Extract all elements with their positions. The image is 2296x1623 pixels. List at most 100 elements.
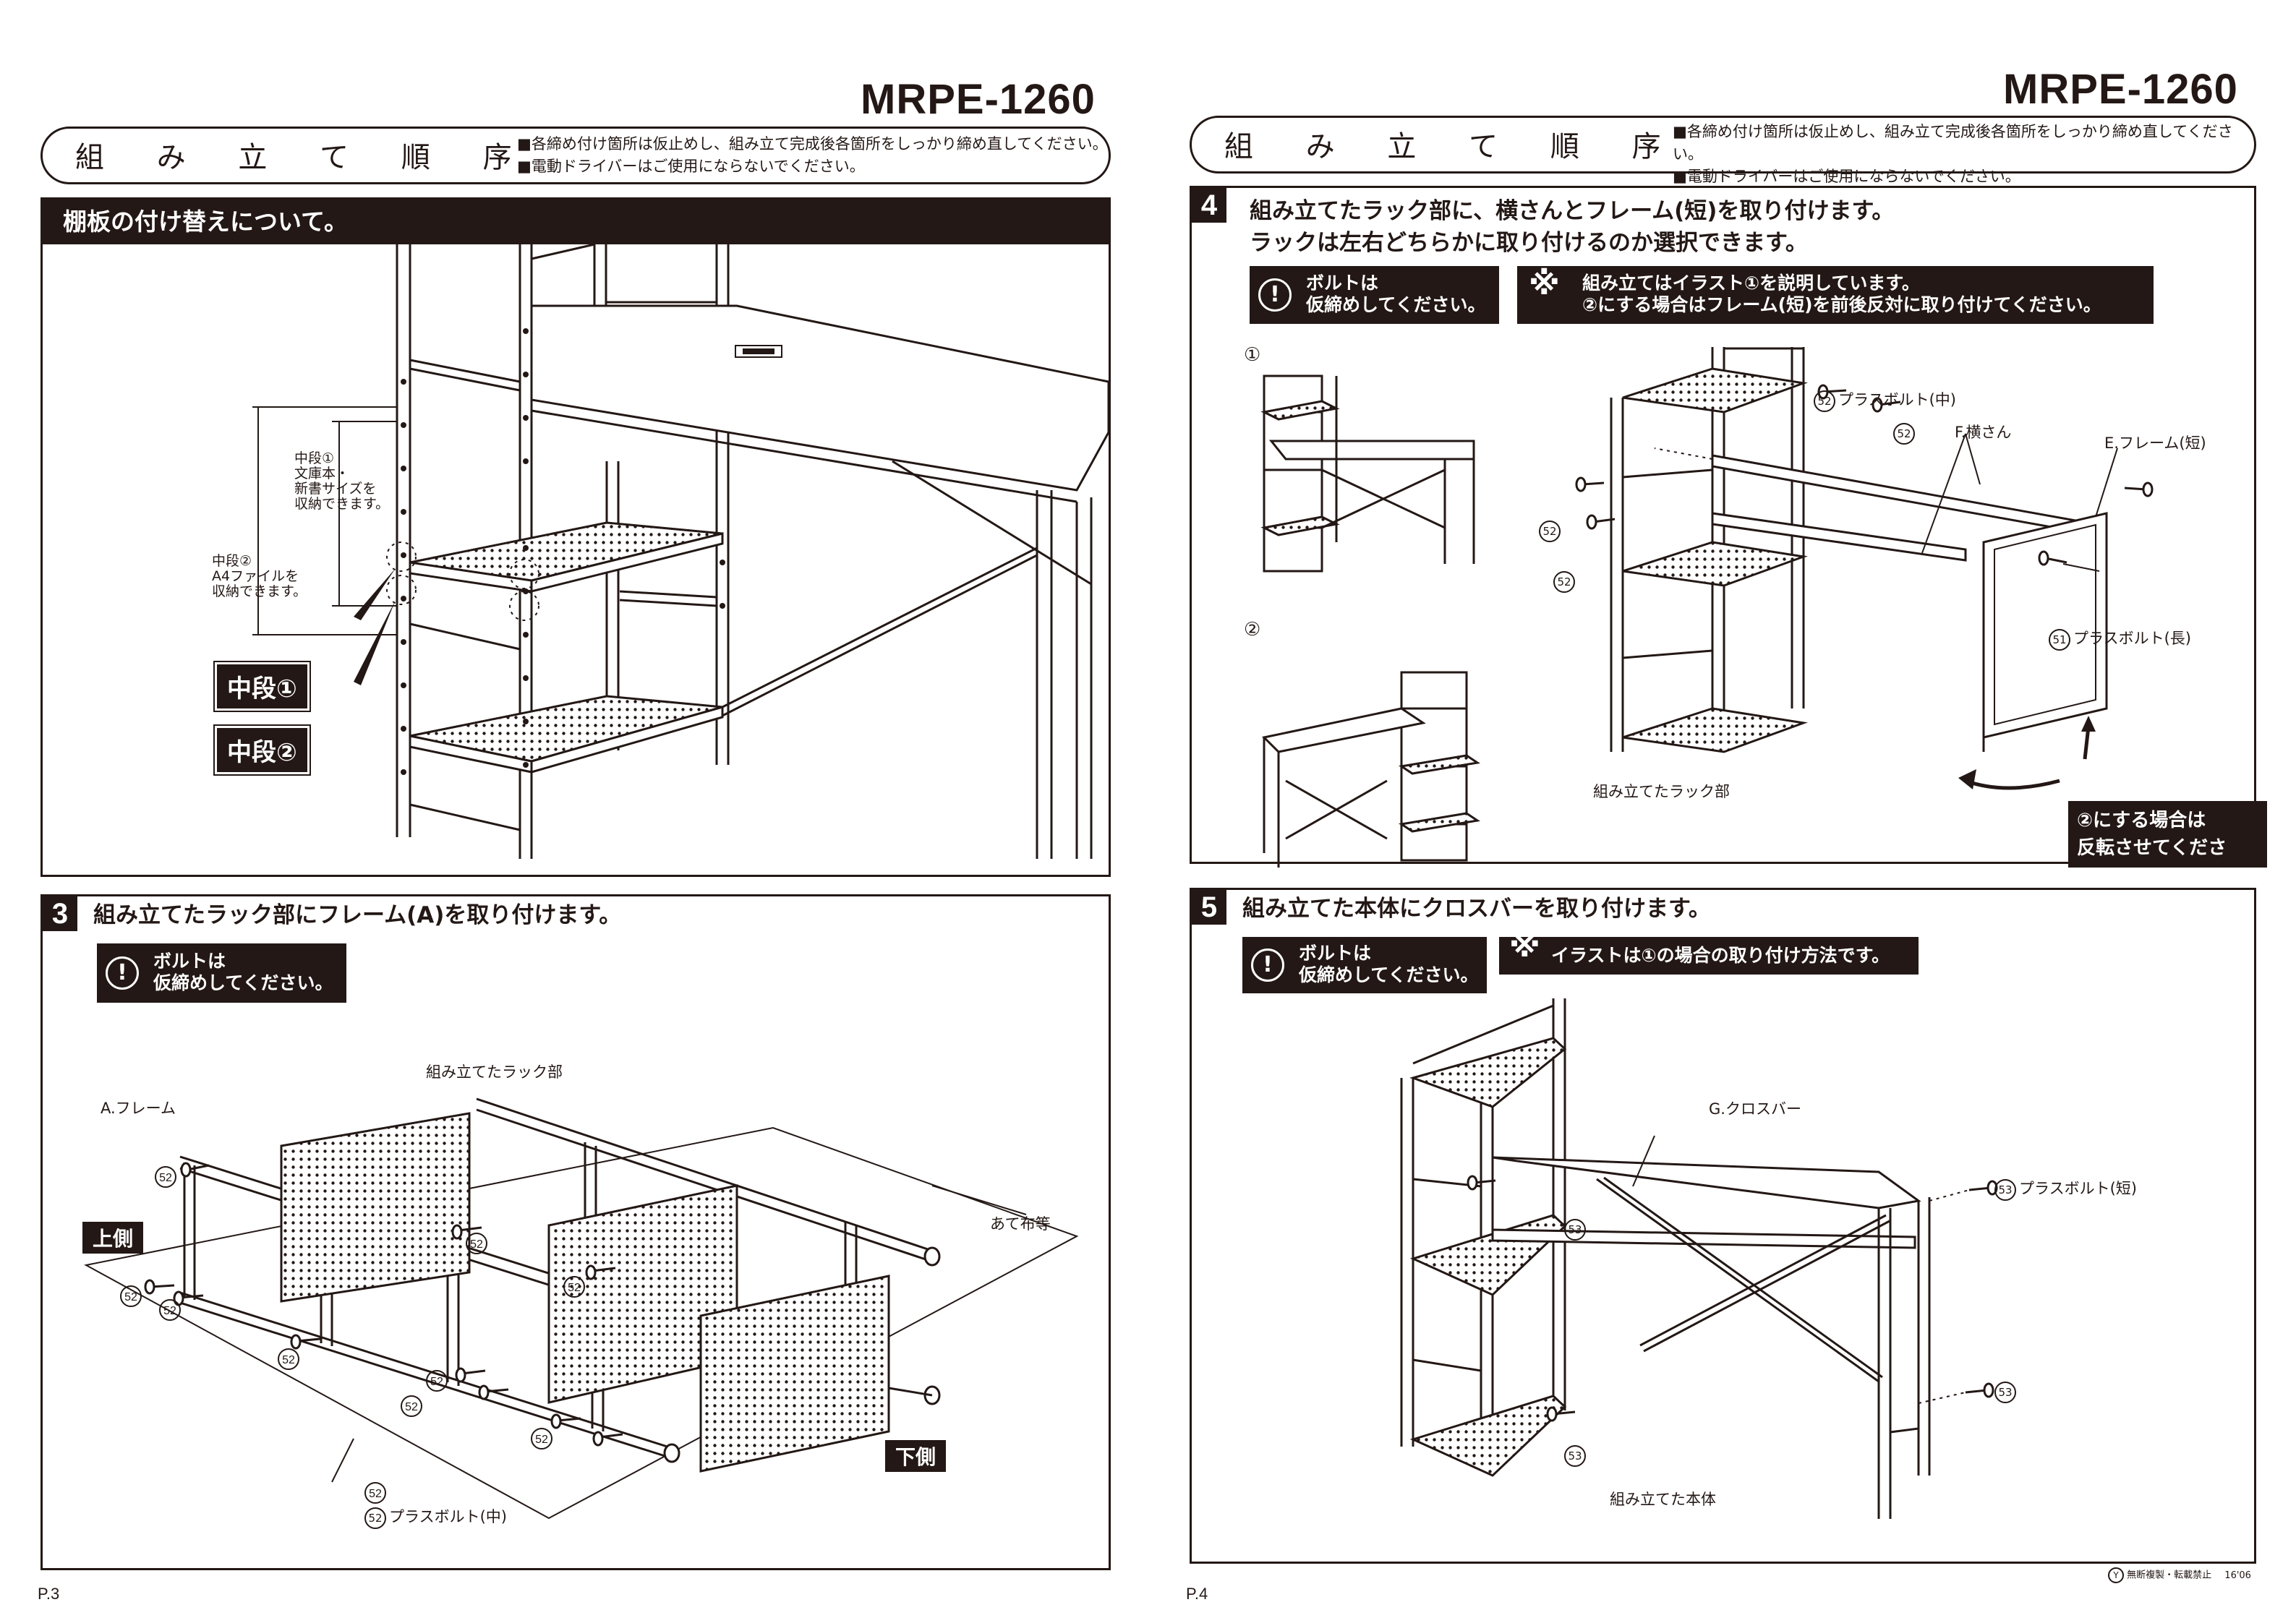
mid-shelf-1-line: 収納できます。 <box>294 496 390 512</box>
part-number-badge: 53 <box>1564 1219 1586 1241</box>
mid-shelf-1-note: 中段① 文庫本・ 新書サイズを 収納できます。 <box>294 451 389 512</box>
note-line: 仮締めしてください。 <box>1306 294 1486 315</box>
reference-mark-icon: ※ <box>1509 928 1540 964</box>
label-frame-a: A.フレーム <box>101 1100 176 1117</box>
note-line: 組み立てはイラスト①を説明しています。 <box>1582 273 1920 294</box>
step-3-panel: 3 組み立てたラック部にフレーム(A)を取り付けます。 ! ボルトは 仮締めして… <box>40 894 1111 1570</box>
header-notes: ■各締め付け箇所は仮止めし、組み立て完成後各箇所をしっかり締め直してください。 … <box>517 133 1108 178</box>
mid-shelf-2-line: A4ファイルを <box>212 568 299 584</box>
part-number-label: 52 <box>568 1282 581 1294</box>
flip-note-line: 反転させてください。 <box>2077 837 2227 886</box>
mid-shelf-1-line: 文庫本・ <box>294 466 350 481</box>
step-5-note2: イラストは①の場合の取り付け方法です。 <box>1551 945 1890 966</box>
page-number-left: P.3 <box>38 1585 60 1603</box>
step-3-number: 3 <box>43 896 77 931</box>
mid-shelf-2-note: 中段② A4ファイルを 収納できます。 <box>212 554 307 599</box>
step-4-line: ラックは左右どちらかに取り付けるのか選択できます。 <box>1250 230 1808 256</box>
assembly-order-header-left: 組 み 立 て 順 序 ■各締め付け箇所は仮止めし、組み立て完成後各箇所をしっか… <box>40 127 1111 184</box>
shelf-change-title: 棚板の付け替えについて。 <box>43 200 1109 244</box>
part-number-badge: 51 <box>2049 629 2070 651</box>
header-note: ■各締め付け箇所は仮止めし、組み立て完成後各箇所をしっかり締め直してください。 <box>517 135 1108 153</box>
label-frame-short: E.フレーム(短) <box>2104 434 2206 452</box>
step-5-tighten-note: ! ボルトは 仮締めしてください。 <box>1242 937 1487 993</box>
copyright-line: Y 無断複製・転載禁止 16'06 <box>2108 1567 2251 1583</box>
model-number-right: MRPE-1260 <box>2003 66 2238 113</box>
part-number-label: 52 <box>159 1172 172 1184</box>
note-line: ボルトは <box>1299 943 1372 964</box>
label-bolt-short-text: プラスボルト(短) <box>2019 1180 2137 1197</box>
step-4-line: 組み立てたラック部に、横さんとフレーム(短)を取り付けます。 <box>1250 198 1895 224</box>
copyright-mark-icon: Y <box>2108 1567 2124 1583</box>
flip-note: ②にする場合は 反転させてください。 <box>2068 801 2267 886</box>
note-line: ボルトは <box>153 951 226 972</box>
header-notes: ■各締め付け箇所は仮止めし、組み立て完成後各箇所をしっかり締め直してください。 … <box>1673 121 2254 188</box>
flip-note-line: ②にする場合は <box>2077 810 2206 831</box>
part-number-badge: 52 <box>1893 423 1915 445</box>
step-5-instruction: 組み立てた本体にクロスバーを取り付けます。 <box>1242 896 1711 922</box>
part-number-label: 52 <box>163 1305 176 1317</box>
issue-date: 16'06 <box>2224 1570 2251 1581</box>
label-bolt-long-text: プラスボルト(長) <box>2073 630 2191 647</box>
tag-bottom-side: 下側 <box>885 1440 947 1472</box>
mid-shelf-2-line: 収納できます。 <box>212 583 307 599</box>
label-cloth: あて布等 <box>990 1215 1051 1233</box>
label-assembled-rack-r: 組み立てたラック部 <box>1593 783 1730 800</box>
part-number-label: 52 <box>430 1376 443 1388</box>
shelf-illustration <box>252 243 1110 859</box>
label-assembled-body: 組み立てた本体 <box>1610 1491 1716 1508</box>
step-3-instruction: 組み立てたラック部にフレーム(A)を取り付けます。 <box>93 902 622 928</box>
step-4-instruction: 組み立てたラック部に、横さんとフレーム(短)を取り付けます。 ラックは左右どちら… <box>1250 195 1894 259</box>
assembly-order-header-right: 組 み 立 て 順 序 ■各締め付け箇所は仮止めし、組み立て完成後各箇所をしっか… <box>1190 116 2256 185</box>
step-5-illustration <box>1400 998 1998 1519</box>
label-yokosan: F.横さん <box>1955 424 2012 441</box>
part-number-badge: 53 <box>1994 1179 2016 1201</box>
header-note: ■各締め付け箇所は仮止めし、組み立て完成後各箇所をしっかり締め直してください。 <box>1673 123 2233 163</box>
mid-shelf-1-line: 新書サイズを <box>294 481 377 497</box>
tag-top-side: 上側 <box>82 1222 144 1254</box>
part-number-label: 52 <box>535 1434 548 1446</box>
note-line: ②にする場合はフレーム(短)を前後反対に取り付けてください。 <box>1582 294 2101 315</box>
part-number-badge: 52 <box>1553 571 1575 593</box>
page-number-right: P.4 <box>1186 1585 1208 1603</box>
step-4-option-note: ※ 組み立てはイラスト①を説明しています。 ②にする場合はフレーム(短)を前後反… <box>1517 266 2154 324</box>
part-number-label: 52 <box>282 1354 295 1366</box>
step-3-illustration: 52 52 52 52 52 52 52 52 52 52 <box>84 1097 1079 1520</box>
step-5-panel: 5 組み立てた本体にクロスバーを取り付けます。 ! ボルトは 仮締めしてください… <box>1190 888 2256 1564</box>
reference-mark-icon: ※ <box>1529 265 1560 302</box>
mid-shelf-1-line: 中段① <box>294 450 335 466</box>
option-2-mark: ② <box>1244 619 1261 641</box>
part-number-badge: 52 <box>364 1507 386 1529</box>
part-number-label: 52 <box>405 1401 418 1413</box>
exclamation-icon: ! <box>106 956 139 990</box>
exclamation-icon: ! <box>1251 948 1284 982</box>
exclamation-icon: ! <box>1258 278 1292 312</box>
model-number-left: MRPE-1260 <box>861 76 1096 123</box>
shelf-change-panel: 棚板の付け替えについて。 <box>40 197 1111 877</box>
part-number-label: 52 <box>124 1291 137 1303</box>
label-bolt-mid-text: プラスボルト(中) <box>389 1508 507 1525</box>
mid-shelf-2-line: 中段② <box>212 553 252 569</box>
step-4-panel: 4 組み立てたラック部に、横さんとフレーム(短)を取り付けます。 ラックは左右ど… <box>1190 186 2256 868</box>
note-line: ボルトは <box>1306 273 1379 294</box>
header-note: ■電動ドライバーはご使用にならないでください。 <box>517 158 865 175</box>
part-number-badge: 52 <box>1539 521 1561 542</box>
label-bolt-mid-text: プラスボルト(中) <box>1838 391 1956 408</box>
part-number-label: 52 <box>470 1238 483 1251</box>
header-title: 組 み 立 て 順 序 <box>1224 130 1683 163</box>
step-4-illustration <box>1260 347 2154 868</box>
label-assembled-rack: 組み立てたラック部 <box>426 1063 563 1081</box>
tag-mid-shelf-2: 中段② <box>213 724 311 776</box>
part-number-badge: 53 <box>1994 1382 2016 1403</box>
option-1-mark: ① <box>1244 344 1261 366</box>
step-3-tighten-note: ! ボルトは 仮締めしてください。 <box>97 943 346 1003</box>
header-note: ■電動ドライバーはご使用にならないでください。 <box>1673 168 2020 185</box>
tag-mid-shelf-1: 中段① <box>213 661 311 712</box>
part-number-badge: 53 <box>1564 1445 1586 1467</box>
note-line: 仮締めしてください。 <box>1299 964 1479 985</box>
note-line: 仮締めしてください。 <box>153 972 333 993</box>
header-title: 組 み 立 て 順 序 <box>75 141 534 174</box>
part-number-badge: 52 <box>1814 390 1835 412</box>
